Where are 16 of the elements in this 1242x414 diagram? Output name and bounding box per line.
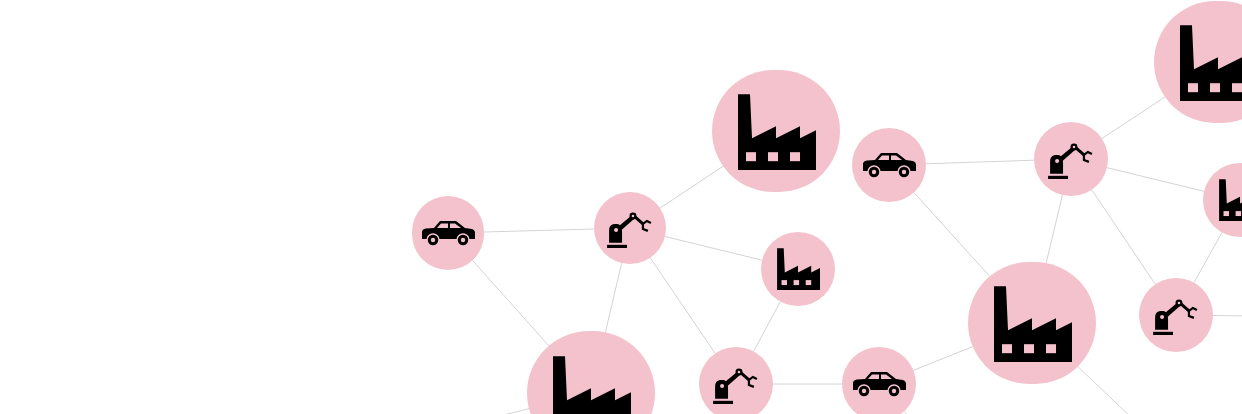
connector-line [471, 259, 550, 347]
connector-line [1106, 167, 1205, 192]
connector-line [649, 257, 716, 354]
connector-line [1091, 189, 1156, 285]
connector-line [1212, 315, 1242, 317]
connector-line [912, 346, 974, 371]
connector-line [925, 159, 1035, 165]
connector-line [483, 228, 595, 233]
connector-line [913, 191, 991, 278]
connector-line [1193, 231, 1223, 284]
connector-line [604, 262, 623, 334]
connector-line [1101, 96, 1166, 140]
connector-line [753, 301, 781, 352]
connector-line [1045, 194, 1063, 264]
connector-line [659, 165, 724, 209]
connector-line [664, 236, 763, 261]
